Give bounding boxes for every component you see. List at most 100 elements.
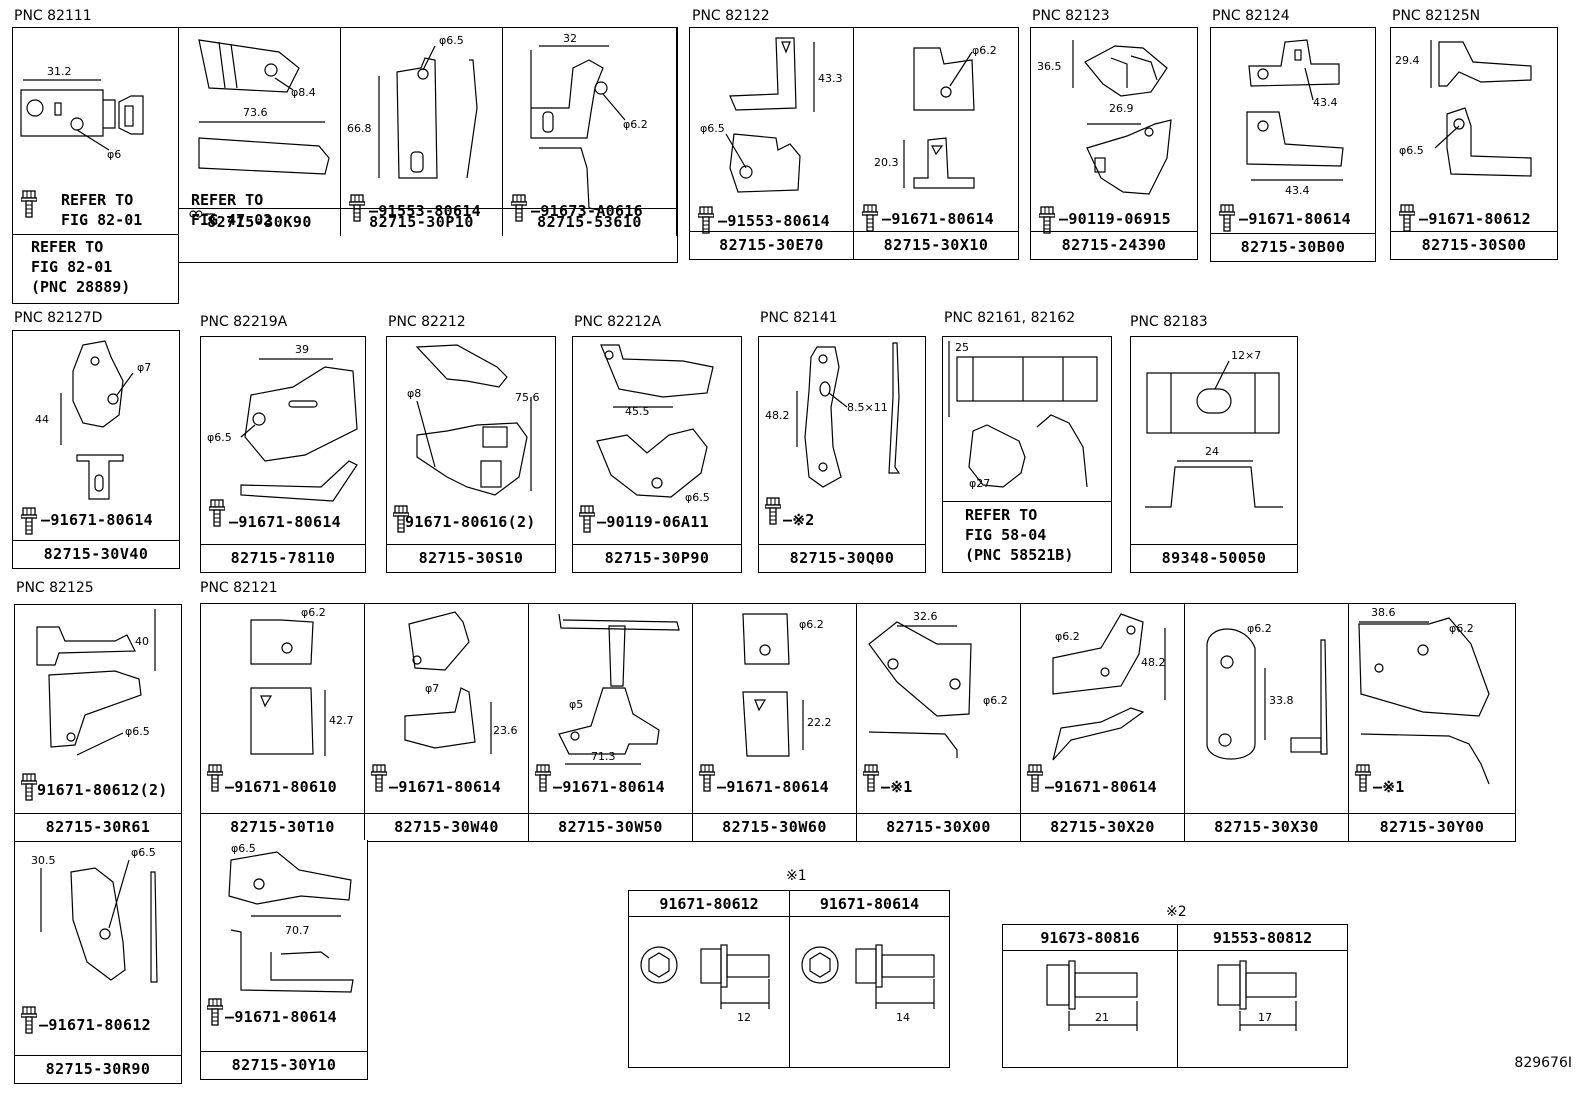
svg-text:25: 25: [955, 341, 969, 354]
legend-bolt-cell: 12: [629, 917, 790, 1067]
bracket-drawing: φ6.2 42.7: [250, 606, 354, 756]
bolt-icon: [21, 773, 37, 801]
flange-bolt-drawing: 12: [640, 944, 770, 1024]
parts-group-82125n: 29.4 φ6.5 —91671-80612 82715-30S00: [1390, 27, 1558, 260]
svg-text:20.3: 20.3: [874, 156, 899, 169]
bolt-part-number: —91553-80614: [718, 212, 830, 230]
bracket-drawing: 45.5 φ6.5: [596, 344, 714, 504]
bracket-drawing: φ6.2 22.2: [742, 613, 832, 757]
part-number: 82715-30Y10: [201, 1051, 367, 1079]
svg-text:φ8: φ8: [407, 387, 421, 400]
bolt-icon: [207, 764, 223, 792]
bolt-part-number: —91671-80614: [717, 778, 829, 796]
pnc-label-82124: PNC 82124: [1212, 8, 1290, 24]
svg-text:45.5: 45.5: [625, 405, 650, 418]
part-number: 82715-78110: [201, 544, 365, 572]
svg-text:43.4: 43.4: [1313, 96, 1338, 109]
bracket-drawing: φ6.5 66.8: [347, 34, 478, 179]
svg-text:φ6.5: φ6.5: [685, 491, 710, 504]
legend-col-header: 91553-80812: [1178, 925, 1347, 951]
note-mark-1: ※1: [786, 868, 807, 884]
bracket-drawing: φ7 44: [35, 340, 151, 500]
bolt-icon: [207, 998, 223, 1026]
svg-text:71.3: 71.3: [591, 750, 616, 763]
bolt-part-number: —90119-06A11: [597, 513, 709, 531]
pnc-label-82141: PNC 82141: [760, 310, 838, 326]
part-number: 82715-30W40: [365, 813, 528, 841]
part-number: 82715-30Q00: [759, 544, 925, 572]
part-cell-82161-82162: 25 φ27 REFER TO FIG 58-04 (PNC 58521B): [942, 336, 1112, 573]
part-cell-82715-30v40: φ7 44 —91671-80614 82715-30V40: [12, 330, 180, 569]
svg-text:φ27: φ27: [969, 477, 990, 490]
legend-bolt-cell: 21: [1003, 951, 1178, 1067]
bracket-drawing: φ6.2 20.3: [874, 44, 997, 189]
bolt-icon: [1027, 764, 1043, 792]
bracket-drawing: φ7 23.6: [404, 611, 518, 754]
figure-id: 829676I: [1514, 1055, 1572, 1071]
bolt-part-number: —91673-A0616: [531, 202, 643, 220]
bolt-icon: [698, 206, 714, 234]
svg-text:24: 24: [1205, 445, 1219, 458]
bolt-part-number: —91671-80610: [225, 778, 337, 796]
bracket-drawing: φ8 75.6: [407, 344, 540, 496]
part-cell-82715-30s10: φ8 75.6 91671-80616(2) 82715-30S10: [386, 336, 556, 573]
svg-text:φ6.5: φ6.5: [439, 34, 464, 47]
parts-group-82123: 36.5 26.9 —90119-06915 82715-24390: [1030, 27, 1198, 260]
bolt-icon: [209, 499, 225, 527]
bolt-part-number: —91553-80614: [369, 202, 481, 220]
part-number: 82715-30R90: [15, 1055, 181, 1083]
svg-text:70.7: 70.7: [285, 924, 310, 937]
part-number: 82715-30R61: [15, 813, 181, 841]
bracket-drawing: φ6.2 33.8: [1206, 622, 1328, 760]
part-number: 82715-53610: [503, 208, 676, 236]
bracket-drawing: 30.5 φ6.5: [31, 846, 158, 983]
divider: [943, 501, 1111, 502]
svg-text:φ6.5: φ6.5: [700, 122, 725, 135]
bolt-part-number: —91671-80614: [1045, 778, 1157, 796]
bolt-icon: [21, 1006, 37, 1034]
svg-text:14: 14: [896, 1011, 910, 1024]
svg-text:φ6.2: φ6.2: [799, 618, 824, 631]
svg-text:48.2: 48.2: [765, 409, 790, 422]
pnc-label-82125: PNC 82125: [16, 580, 94, 596]
legend-col-header: 91673-80816: [1003, 925, 1178, 951]
bolt-icon: [863, 764, 879, 792]
bolt-part-number: —91671-80614: [225, 1008, 337, 1026]
legend-col-header: 91671-80612: [629, 891, 790, 917]
bolt-part-number: 91671-80612(2): [37, 781, 168, 799]
bolt-part-number: —91671-80614: [389, 778, 501, 796]
bracket-drawing: 43.4 43.4: [1246, 39, 1344, 197]
bolt-icon: [579, 505, 595, 533]
bracket-drawing: φ6.2 48.2: [1052, 613, 1166, 761]
part-number: 82715-30P90: [573, 544, 741, 572]
part-cell-82715-30q00: 48.2 8.5×11 —※2 82715-30Q00: [758, 336, 926, 573]
pnc-label-82183: PNC 82183: [1130, 314, 1208, 330]
part-number: 82715-30P10: [341, 208, 502, 236]
part-cell-82715-30w60: φ6.2 22.2 —91671-80614 82715-30W60: [693, 604, 857, 841]
part-number: 82715-30X00: [857, 813, 1020, 841]
legend-bolt-cell: 17: [1178, 951, 1347, 1067]
part-cell-82715-30w40: φ7 23.6 —91671-80614 82715-30W40: [365, 604, 529, 841]
part-number: 82715-30W50: [529, 813, 692, 841]
svg-text:φ6.2: φ6.2: [972, 44, 997, 57]
legend-table-1: 91671-80612 91671-80614 12 14: [628, 890, 950, 1068]
svg-text:φ6.2: φ6.2: [1055, 630, 1080, 643]
refer-note: REFER TO FIG 82-01: [61, 191, 143, 229]
parts-group-82111: 31.2 φ6 REFER TO FIG 82-01 φ8.4 73.6 REF…: [12, 27, 678, 297]
svg-text:36.5: 36.5: [1037, 60, 1062, 73]
svg-text:48.2: 48.2: [1141, 656, 1166, 669]
svg-text:22.2: 22.2: [807, 716, 832, 729]
parts-group-82124: 43.4 43.4 —91671-80614 82715-30B00: [1210, 27, 1376, 262]
bracket-drawing: φ6.5 70.7: [228, 842, 354, 993]
bracket-drawing: 36.5 26.9: [1037, 40, 1172, 195]
part-number: 82715-30V40: [13, 540, 179, 568]
part-cell-82715-30b00: 43.4 43.4 —91671-80614 82715-30B00: [1211, 28, 1375, 261]
svg-text:29.4: 29.4: [1395, 54, 1420, 67]
bolt-part-number: —91671-80612: [1419, 210, 1531, 228]
svg-text:φ6.5: φ6.5: [125, 725, 150, 738]
pnc-label-82212: PNC 82212: [388, 314, 466, 330]
bolt-part-number: —91671-80614: [553, 778, 665, 796]
svg-text:32.6: 32.6: [913, 610, 938, 623]
parts-group-82122: 43.3 φ6.5 —91553-80614 82715-30E70 φ6.2 …: [689, 27, 1019, 260]
part-cell-82715-30p10: φ6.5 66.8 —91553-80614 82715-30P10: [341, 28, 503, 236]
